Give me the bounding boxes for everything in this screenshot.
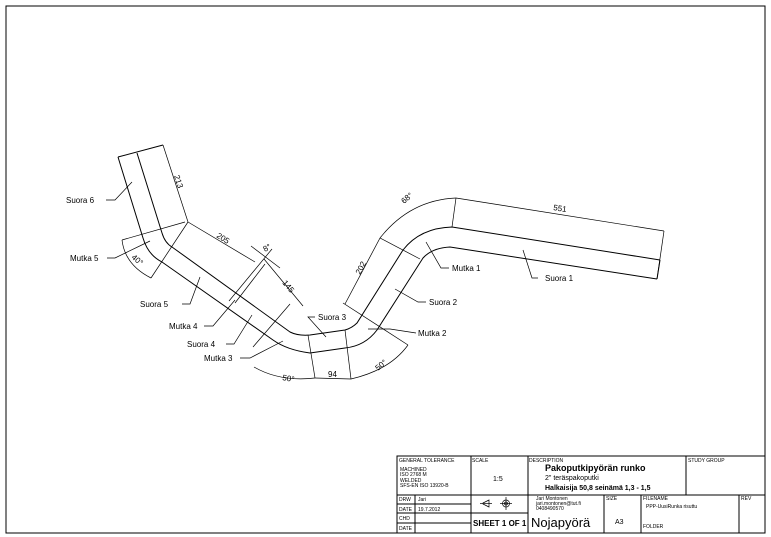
label-suora-5: Suora 5: [140, 300, 169, 309]
folder-label: FOLDER: [643, 524, 664, 530]
description-line-2: 2" teräspakoputki: [545, 475, 599, 482]
filename-value: PPP-UusiRunka risuttu: [646, 504, 697, 510]
date-value: 19.7.2012: [418, 507, 440, 513]
author-email: jari.montonen@tut.fi: [535, 501, 581, 507]
label-suora-2: Suora 2: [429, 298, 458, 307]
sheet-number: SHEET 1 OF 1: [473, 519, 527, 528]
label-mutka-5: Mutka 5: [70, 254, 99, 263]
dim-50-deg-left: 50°: [282, 373, 295, 384]
drw-label: DRW: [399, 497, 411, 503]
study-group-label: STUDY GROUP: [688, 458, 725, 464]
dim-40-deg: 40°: [130, 253, 145, 268]
author-name: Jari Montonen: [536, 496, 568, 502]
size-value: A3: [615, 519, 624, 526]
dim-551: 551: [553, 203, 568, 214]
author-phone: 0408490570: [536, 506, 564, 512]
label-suora-6: Suora 6: [66, 196, 95, 205]
general-tolerance-label: GENERAL TOLERANCE: [399, 458, 455, 464]
title-block: GENERAL TOLERANCE MACHINED ISO 2768 M WE…: [396, 455, 766, 534]
tube-outline: [117, 144, 661, 380]
chd-label: CHD: [399, 516, 410, 522]
description-line-3: Halkaisija 50,8 seinämä 1,3 - 1,5: [545, 485, 651, 492]
sheet-border: [5, 5, 766, 534]
description-label: DESCRIPTION: [529, 458, 564, 464]
drawing-title: Nojapyörä: [531, 515, 591, 530]
description-line-1: Pakoputkipyörän runko: [545, 463, 646, 473]
dim-68-deg: 68°: [400, 191, 415, 206]
date2-label: DATE: [399, 526, 413, 532]
label-mutka-2: Mutka 2: [418, 329, 447, 338]
dim-202: 202: [354, 259, 368, 275]
third-angle-projection-icon: [480, 497, 512, 510]
welded-label: WELDED: [400, 478, 422, 484]
label-suora-1: Suora 1: [545, 274, 574, 283]
date-label: DATE: [399, 507, 413, 513]
drw-value: Jari: [418, 497, 426, 503]
machined-label: MACHINED: [400, 467, 427, 473]
dim-213: 213: [172, 174, 185, 190]
dim-8-deg: 8°: [262, 242, 273, 254]
label-mutka-4: Mutka 4: [169, 322, 198, 331]
dimension-lines: [121, 144, 665, 380]
dim-94: 94: [328, 370, 337, 379]
dim-145: 145: [280, 279, 296, 295]
filename-label: FILENAME: [643, 496, 669, 502]
machined-standard: ISO 2768 M: [400, 472, 427, 478]
label-mutka-1: Mutka 1: [452, 264, 481, 273]
dim-50-deg-right: 50°: [374, 358, 389, 373]
label-suora-3: Suora 3: [318, 313, 347, 322]
dim-205: 205: [215, 231, 232, 246]
scale-label: SCALE: [472, 458, 489, 464]
label-mutka-3: Mutka 3: [204, 354, 233, 363]
size-label: SIZE: [606, 496, 618, 502]
scale-value: 1:5: [493, 476, 503, 483]
welded-standard: SFS-EN ISO 13920-B: [400, 483, 449, 489]
label-suora-4: Suora 4: [187, 340, 216, 349]
rev-label: REV: [741, 496, 752, 502]
leader-lines: [106, 181, 538, 359]
